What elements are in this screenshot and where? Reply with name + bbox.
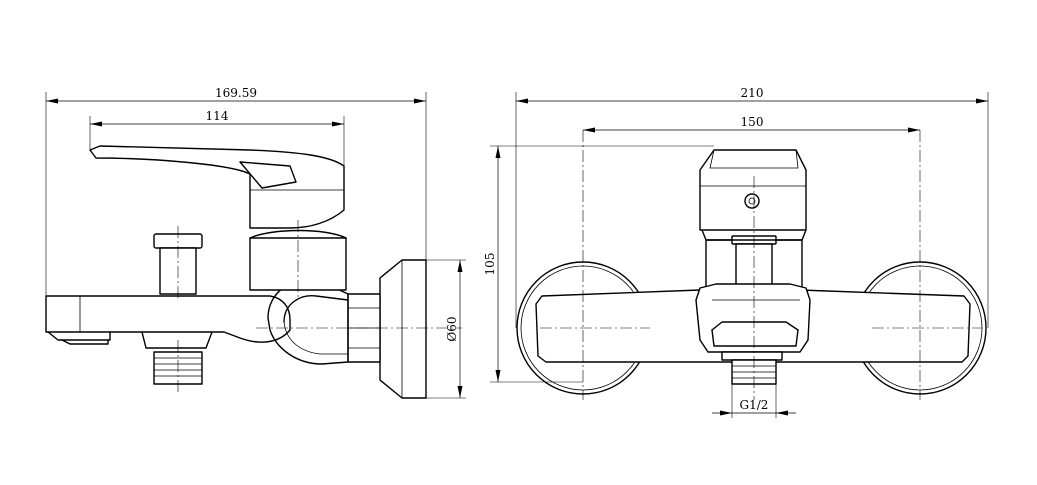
dimension-flange-diameter: Ø60 xyxy=(426,259,466,399)
dimension-label-front-height: 105 xyxy=(483,253,497,276)
dimension-label-front-total: 210 xyxy=(741,86,764,100)
bottom-thread xyxy=(141,331,213,385)
lever-handle xyxy=(89,145,345,229)
cartridge-cap xyxy=(699,149,807,241)
dimension-front-total: 210 xyxy=(515,86,989,328)
dimension-label-thread-size: G1/2 xyxy=(740,398,769,412)
dimension-front-centers: 150 xyxy=(583,115,920,133)
connector-elbow xyxy=(267,278,349,365)
spout xyxy=(45,295,291,345)
diverter-knob xyxy=(153,226,203,300)
dimension-label-lever-length: 114 xyxy=(206,109,229,123)
dimension-label-front-centers: 150 xyxy=(741,115,764,129)
dimension-label-flange-diameter: 60 xyxy=(445,316,459,331)
diameter-symbol: Ø xyxy=(445,332,459,342)
dimension-front-height: 105 xyxy=(483,145,714,383)
set-screw-icon xyxy=(744,193,760,209)
svg-text:Ø60: Ø60 xyxy=(445,316,459,341)
outlet-body xyxy=(695,283,811,361)
front-view: 210 150 105 G1/2 xyxy=(483,86,989,418)
wall-flange xyxy=(379,259,427,399)
dimension-side-total: 169.59 xyxy=(45,86,427,296)
dimension-label-side-total: 169.59 xyxy=(215,86,257,100)
dimension-thread-size: G1/2 xyxy=(712,384,796,418)
side-view: 169.59 114 Ø60 xyxy=(45,86,466,399)
dimension-lever-length: 114 xyxy=(89,109,345,166)
